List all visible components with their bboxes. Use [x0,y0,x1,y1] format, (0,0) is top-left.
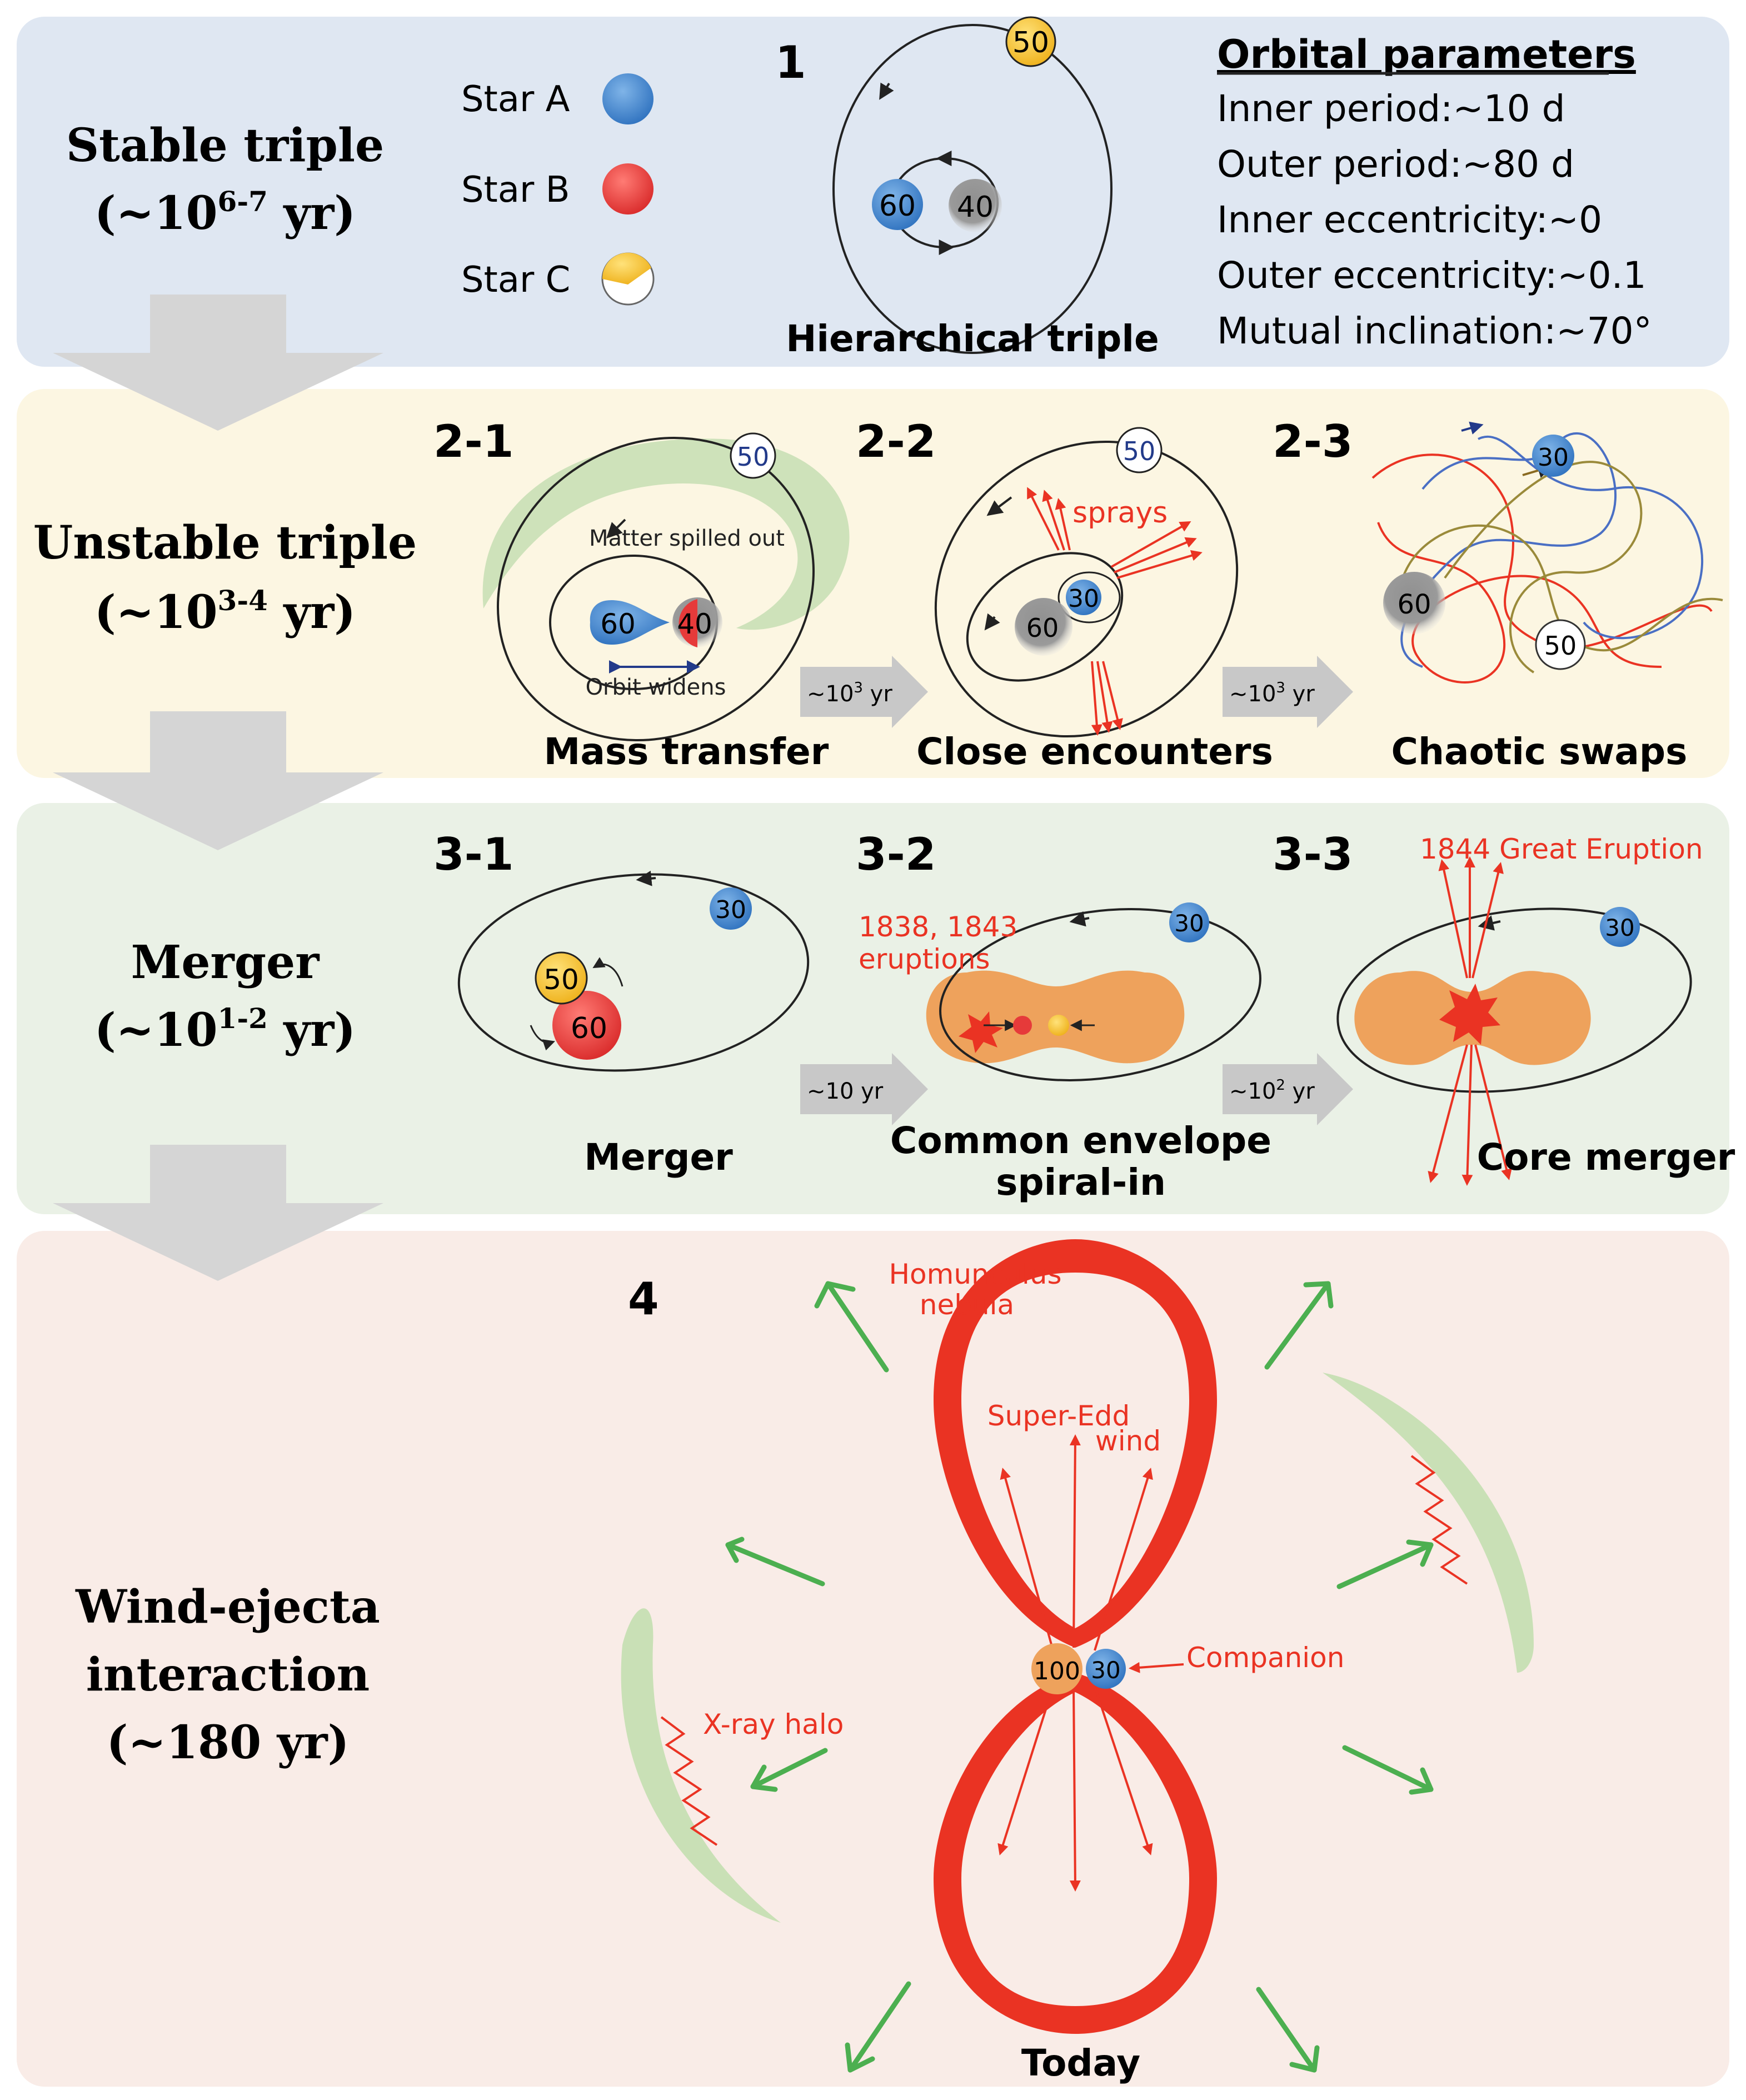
band-wind [17,1231,1729,2087]
svg-text:50: 50 [543,964,579,996]
svg-text:100: 100 [1034,1657,1080,1685]
svg-text:60: 60 [879,189,916,223]
svg-text:sprays: sprays [1072,496,1168,530]
transition-arrow-4: ~102 yr [1223,1053,1353,1125]
panel-3-1-merger: 3-1 60 50 30 Merger [433,829,810,1179]
panel-3-3-core-merger: 3-3 30 1844 Great Eruption Core merger [1273,829,1735,1186]
svg-text:3-3: 3-3 [1273,829,1353,880]
svg-text:3-1: 3-1 [433,829,514,880]
svg-text:Outer eccentricity:~0.1: Outer eccentricity:~0.1 [1217,254,1647,297]
transition-arrow-1: ~103 yr [800,656,928,728]
svg-text:2-1: 2-1 [433,416,514,467]
panel-2-3-chaotic-swaps: 2-3 60 30 50 Chaotic swaps [1273,416,1723,773]
svg-text:eruptions: eruptions [859,943,990,975]
svg-text:(~101-2 yr): (~101-2 yr) [94,1002,356,1057]
legend: Star A Star B Star C [461,73,655,306]
panel-2-1-mass-transfer: 2-1 40 60 Matter spilled out Orbit widen… [433,416,850,773]
transition-arrow-3: ~10 yr [800,1053,928,1125]
svg-text:Merger: Merger [584,1136,733,1179]
panel-1-hierarchical-triple: 1 40 60 50 Hierarchical triple [775,16,1159,360]
svg-text:50: 50 [1012,26,1049,59]
svg-text:Stable triple: Stable triple [66,119,384,172]
svg-text:interaction: interaction [86,1648,370,1702]
svg-text:30: 30 [1068,585,1099,613]
svg-text:30: 30 [715,896,746,924]
legend-star-a-icon [602,73,653,124]
svg-text:30: 30 [1538,443,1569,472]
svg-text:30: 30 [1174,910,1204,937]
svg-text:Star C: Star C [461,260,570,301]
legend-star-c-icon [601,252,655,306]
svg-text:4: 4 [628,1273,659,1325]
stage-label-stable: Stable triple (~106-7 yr) [66,119,384,240]
orbital-parameters: Orbital parameters Inner period:~10 d Ou… [1217,32,1652,352]
svg-text:Close encounters: Close encounters [916,730,1273,773]
svg-text:~102 yr: ~102 yr [1229,1077,1315,1104]
svg-text:~103 yr: ~103 yr [807,680,892,707]
stage-down-arrow [53,295,383,1281]
stage-label-unstable: Unstable triple (~103-4 yr) [33,516,417,639]
svg-text:(~106-7 yr): (~106-7 yr) [94,185,356,240]
svg-text:3-2: 3-2 [856,829,936,880]
svg-text:Mass transfer: Mass transfer [544,730,829,773]
panel-3-2-common-envelope: 3-2 30 1838, 1843 eruptions Common envel… [856,829,1271,1204]
svg-text:50: 50 [1544,631,1577,661]
svg-text:Common envelope: Common envelope [890,1119,1271,1162]
band-stable [17,17,1729,367]
svg-text:Merger: Merger [131,936,321,989]
panel-2-2-close-encounters: 2-2 60 30 50 sprays Close encounters [856,416,1273,773]
transition-arrow-2: ~103 yr [1223,656,1353,728]
svg-text:Wind-ejecta: Wind-ejecta [75,1580,380,1634]
svg-text:2-3: 2-3 [1273,416,1353,467]
svg-text:30: 30 [1605,914,1634,941]
svg-text:50: 50 [737,442,770,472]
svg-text:Companion: Companion [1186,1642,1344,1674]
svg-text:Inner period:~10 d: Inner period:~10 d [1217,87,1565,130]
svg-text:nebula: nebula [920,1289,1014,1321]
svg-text:Inner eccentricity:~0: Inner eccentricity:~0 [1217,198,1602,241]
svg-text:Super-Edd: Super-Edd [987,1400,1130,1432]
svg-text:Today: Today [1021,2042,1140,2084]
svg-text:60: 60 [571,1012,607,1045]
svg-text:~103 yr: ~103 yr [1229,680,1315,707]
svg-text:40: 40 [957,191,994,224]
svg-text:Matter spilled out: Matter spilled out [589,526,785,551]
svg-text:(~103-4 yr): (~103-4 yr) [94,584,356,639]
svg-text:Mutual inclination:~70°: Mutual inclination:~70° [1217,310,1652,352]
svg-text:1838, 1843: 1838, 1843 [859,911,1017,943]
svg-text:X-ray halo: X-ray halo [703,1708,844,1740]
svg-text:Star B: Star B [461,169,570,211]
svg-text:Star A: Star A [461,79,570,120]
svg-text:Orbit widens: Orbit widens [586,675,726,700]
svg-text:60: 60 [1026,613,1059,643]
svg-text:60: 60 [600,608,636,640]
svg-text:50: 50 [1123,436,1156,466]
svg-text:60: 60 [1397,589,1431,620]
svg-text:Core merger: Core merger [1477,1136,1735,1179]
svg-text:1: 1 [775,37,806,88]
svg-text:Chaotic swaps: Chaotic swaps [1391,730,1688,773]
svg-text:wind: wind [1095,1425,1161,1457]
svg-text:30: 30 [1091,1657,1120,1684]
legend-star-b-icon [602,163,653,215]
svg-text:40: 40 [677,608,712,640]
stage-label-merger: Merger (~101-2 yr) [94,936,356,1057]
svg-text:spiral-in: spiral-in [996,1161,1166,1204]
svg-text:1844 Great Eruption: 1844 Great Eruption [1420,833,1703,865]
stage-label-wind: Wind-ejecta interaction (~180 yr) [75,1580,380,1769]
svg-text:Orbital parameters: Orbital parameters [1217,32,1636,77]
svg-text:~10 yr: ~10 yr [807,1079,884,1104]
svg-text:Homunculus: Homunculus [889,1258,1061,1290]
svg-text:2-2: 2-2 [856,416,936,467]
panel-4-today: 4 100 3 [621,1239,1534,2084]
svg-text:Outer period:~80 d: Outer period:~80 d [1217,143,1574,186]
svg-text:Unstable triple: Unstable triple [33,516,417,570]
svg-text:(~180 yr): (~180 yr) [107,1716,350,1769]
svg-text:Hierarchical triple: Hierarchical triple [786,317,1159,360]
